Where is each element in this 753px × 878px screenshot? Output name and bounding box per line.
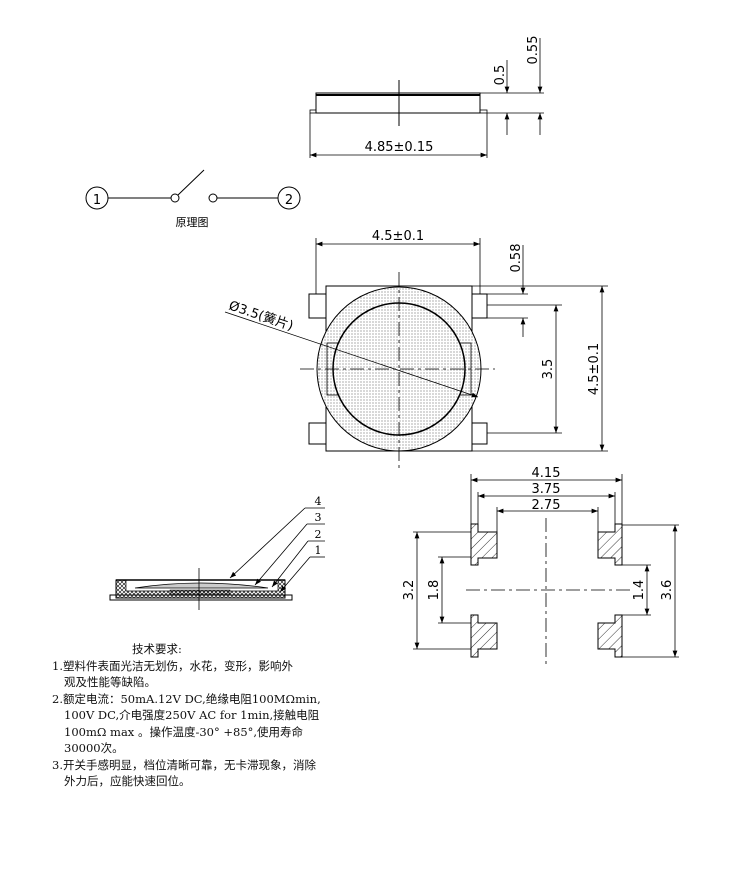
footprint-inner-width-dim: 2.75 xyxy=(532,498,561,513)
footprint-outer-width-dim: 4.15 xyxy=(532,466,561,481)
footprint-left-inner-dim: 1.8 xyxy=(427,580,442,601)
side-height-dim-2: 0.55 xyxy=(526,36,541,65)
top-view: Ø3.5(簧片) 4.5±0.1 0.58 3.5 4.5±0.1 xyxy=(224,229,608,470)
section-view: 4 3 2 1 xyxy=(109,495,325,610)
callout-1: 1 xyxy=(315,544,322,557)
footprint-mid-width-dim: 3.75 xyxy=(532,482,561,497)
requirement-2-line-2: 100V DC,介电强度250V AC for 1min,接触电阻 xyxy=(64,708,320,722)
inner-dim: 3.5 xyxy=(541,359,556,380)
footprint-left-outer-dim: 3.2 xyxy=(402,580,417,601)
terminal-2-label: 2 xyxy=(285,193,293,208)
terminal-1-label: 1 xyxy=(93,193,101,208)
side-width-dim: 4.85±0.15 xyxy=(365,140,434,155)
side-height-dim-1: 0.5 xyxy=(493,65,508,86)
callout-3: 3 xyxy=(315,511,322,524)
requirement-3-line-2: 外力后，应能快速回位。 xyxy=(64,774,191,788)
pcb-footprint: 4.15 3.75 2.75 3.2 1.8 1.4 3.6 xyxy=(402,466,679,665)
requirement-3-line-1: 3.开关手感明显，档位清晰可靠，无卡滞现象，消除 xyxy=(52,757,316,772)
callout-4: 4 xyxy=(315,495,322,508)
top-width-dim: 4.5±0.1 xyxy=(372,229,424,244)
requirement-2-line-1: 2.额定电流：50mA.12V DC,绝缘电阻100MΩmin, xyxy=(52,691,321,706)
footprint-right-inner-dim: 1.4 xyxy=(632,580,647,601)
callout-2: 2 xyxy=(315,528,322,541)
requirement-1-line-2: 观及性能等缺陷。 xyxy=(64,675,156,689)
requirement-1-line-1: 1.塑料件表面光洁无划伤，水花，变形，影响外 xyxy=(52,658,293,673)
pin-dim: 0.58 xyxy=(509,244,524,273)
footprint-right-outer-dim: 3.6 xyxy=(660,580,675,601)
top-height-dim: 4.5±0.1 xyxy=(587,343,602,395)
switch-schematic: 1 2 原理图 xyxy=(85,169,301,229)
schematic-caption: 原理图 xyxy=(176,216,209,229)
callout-leaders xyxy=(229,507,325,593)
side-view: 4.85±0.15 0.5 0.55 xyxy=(309,36,544,158)
dome-diameter-label: Ø3.5(簧片) xyxy=(227,298,296,335)
technical-requirements: 技术要求: 1.塑料件表面光洁无划伤，水花，变形，影响外 观及性能等缺陷。 2.… xyxy=(52,641,321,790)
requirements-title: 技术要求: xyxy=(132,642,182,656)
requirement-2-line-4: 30000次。 xyxy=(64,741,124,755)
requirement-2-line-3: 100mΩ max 。操作温度-30° +85°,使用寿命 xyxy=(64,724,304,739)
